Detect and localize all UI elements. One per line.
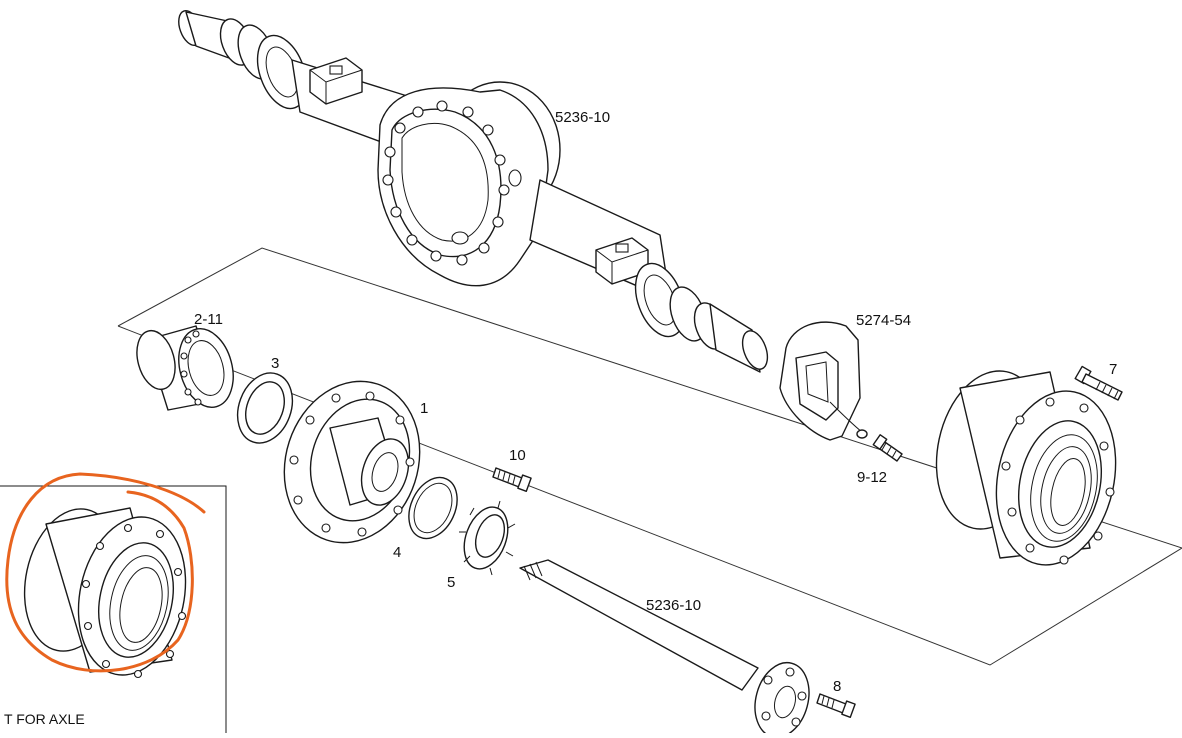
label-nut-5: 5 xyxy=(447,574,456,591)
wheel-hub xyxy=(283,380,421,544)
label-bolt-7: 7 xyxy=(1109,361,1118,378)
housing-flange-holes xyxy=(382,100,510,266)
label-caliper-5274-54: 5274-54 xyxy=(856,312,912,329)
inset-brake-drum xyxy=(23,507,187,679)
inset-caption: T FOR AXLE xyxy=(4,711,85,727)
bolt-10 xyxy=(492,467,532,492)
axle-housing xyxy=(178,10,769,373)
label-housing-5236-10: 5236-10 xyxy=(555,109,611,126)
label-bolt-8: 8 xyxy=(833,678,842,695)
label-screw-9-12: 9-12 xyxy=(857,469,888,486)
bearing-assembly xyxy=(136,325,234,411)
bolt-8 xyxy=(816,693,856,718)
brake-drum xyxy=(935,370,1117,566)
retaining-ring xyxy=(408,476,458,540)
label-ring-4: 4 xyxy=(393,544,402,561)
bolt-7 xyxy=(1074,365,1123,401)
label-bearing-2-11: 2-11 xyxy=(194,311,223,328)
label-hub-1: 1 xyxy=(420,400,429,417)
assembly-plane-outline xyxy=(117,247,1182,666)
label-shaft-5236-10: 5236-10 xyxy=(646,597,702,614)
axle-shaft xyxy=(519,559,810,738)
label-bolt-10: 10 xyxy=(509,447,526,464)
inset-panel xyxy=(0,472,227,733)
label-seal-3: 3 xyxy=(271,355,280,372)
lock-nut xyxy=(459,500,516,576)
seal-ring xyxy=(236,372,294,444)
highlight-circle xyxy=(5,472,206,673)
brake-caliper xyxy=(779,321,868,441)
screw-9-12 xyxy=(872,434,903,462)
